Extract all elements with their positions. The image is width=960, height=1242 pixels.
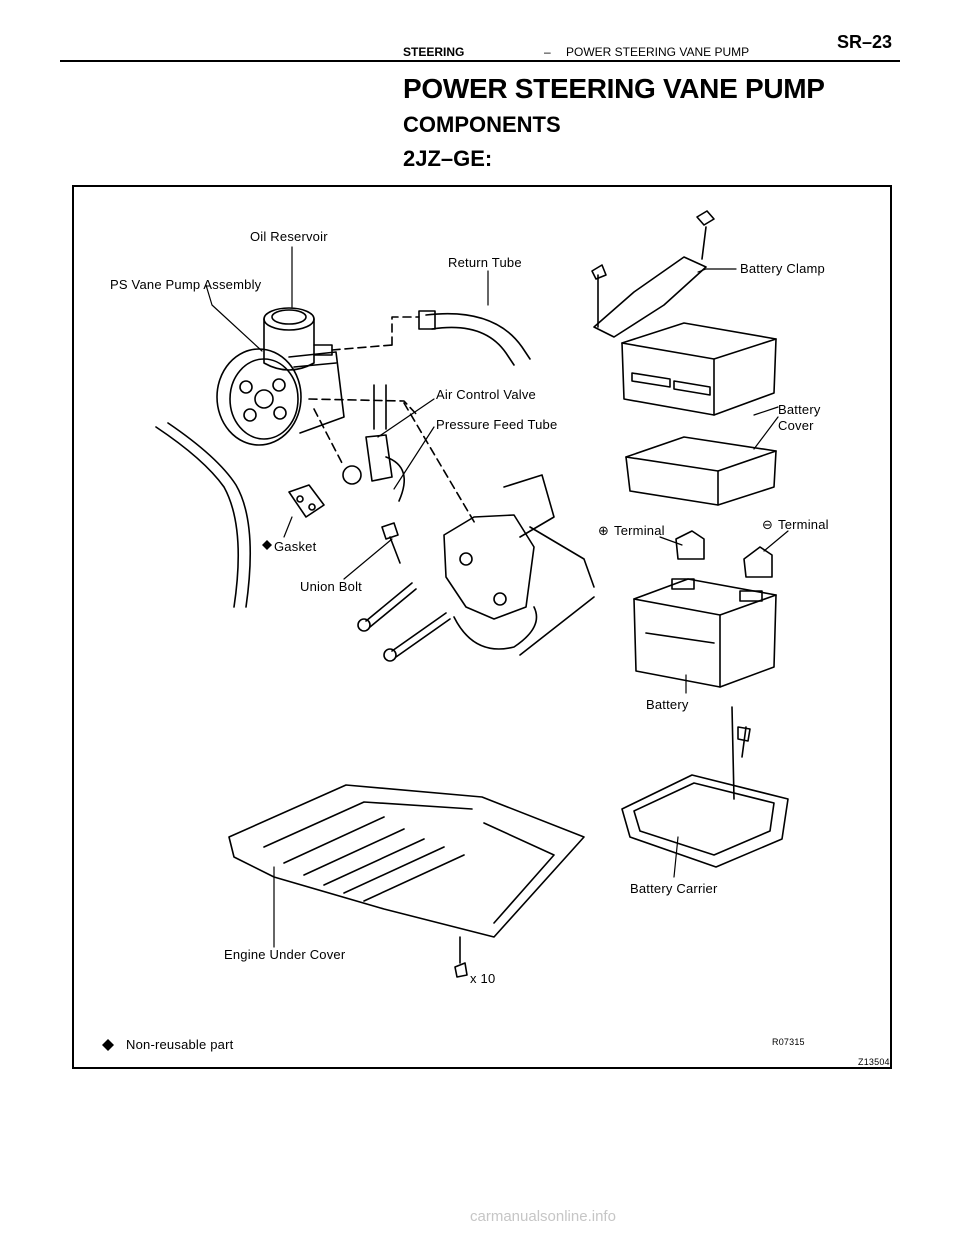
legend-diamond-icon xyxy=(102,1039,114,1051)
page-number: SR–23 xyxy=(836,32,892,52)
pressure-tube-drawing xyxy=(308,384,477,526)
fig-code: Z13504 xyxy=(858,1057,890,1067)
battery-clamp-drawing xyxy=(591,210,715,338)
label-battery: Battery xyxy=(646,697,689,712)
terminal-covers-drawing xyxy=(675,530,773,578)
vane-pump-drawing xyxy=(216,307,393,446)
plus-terminal-symbol: ⊕ xyxy=(598,523,610,538)
gasket-diamond-icon xyxy=(262,540,272,550)
components-figure: Oil Reservoir PS Vane Pump Assembly Retu… xyxy=(72,185,892,1069)
label-union-bolt: Union Bolt xyxy=(300,579,362,594)
header-rule xyxy=(60,60,900,62)
exploded-view-drawing xyxy=(102,210,789,1051)
label-gasket: Gasket xyxy=(274,539,317,554)
ref-code: R07315 xyxy=(772,1037,805,1047)
label-battery-carrier: Battery Carrier xyxy=(630,881,718,896)
watermark: carmanualsonline.info xyxy=(470,1208,616,1225)
header-separator: – xyxy=(544,45,551,59)
label-return-tube: Return Tube xyxy=(448,255,522,270)
engine-code-title: 2JZ–GE: xyxy=(403,146,493,171)
battery-carrier-drawing xyxy=(621,706,789,868)
battery-drawing xyxy=(633,578,777,688)
page-title: POWER STEERING VANE PUMP xyxy=(403,73,825,104)
non-reusable-markers xyxy=(102,540,272,1051)
battery-cover-drawing xyxy=(621,322,777,506)
minus-terminal-symbol: ⊖ xyxy=(762,517,774,532)
legend-text: Non-reusable part xyxy=(126,1037,234,1052)
bolts-drawing xyxy=(357,522,451,662)
leader-lines xyxy=(205,246,789,948)
under-cover-drawing xyxy=(228,784,585,978)
label-bolt-count: x 10 xyxy=(470,971,496,986)
header-topic: POWER STEERING VANE PUMP xyxy=(566,45,750,59)
label-plus-terminal: Terminal xyxy=(614,523,665,538)
page-header: STEERING – POWER STEERING VANE PUMP SR–2… xyxy=(60,26,900,62)
label-battery-clamp: Battery Clamp xyxy=(740,261,825,276)
header-section: STEERING xyxy=(403,45,465,59)
return-tube-drawing xyxy=(391,310,531,366)
label-minus-terminal: Terminal xyxy=(778,517,829,532)
label-battery-cover-2: Cover xyxy=(778,418,814,433)
hose-drawing xyxy=(155,422,252,608)
section-title: COMPONENTS xyxy=(403,112,561,137)
label-pressure-feed-tube: Pressure Feed Tube xyxy=(436,417,558,432)
label-oil-reservoir: Oil Reservoir xyxy=(250,229,328,244)
label-air-control-valve: Air Control Valve xyxy=(436,387,536,402)
label-engine-under-cover: Engine Under Cover xyxy=(224,947,346,962)
title-block: POWER STEERING VANE PUMP COMPONENTS 2JZ–… xyxy=(403,70,825,176)
label-ps-vane-pump-assembly: PS Vane Pump Assembly xyxy=(110,277,262,292)
gasket-drawing xyxy=(288,484,325,518)
label-battery-cover-1: Battery xyxy=(778,402,821,417)
bracket-engine-drawing xyxy=(443,474,595,656)
